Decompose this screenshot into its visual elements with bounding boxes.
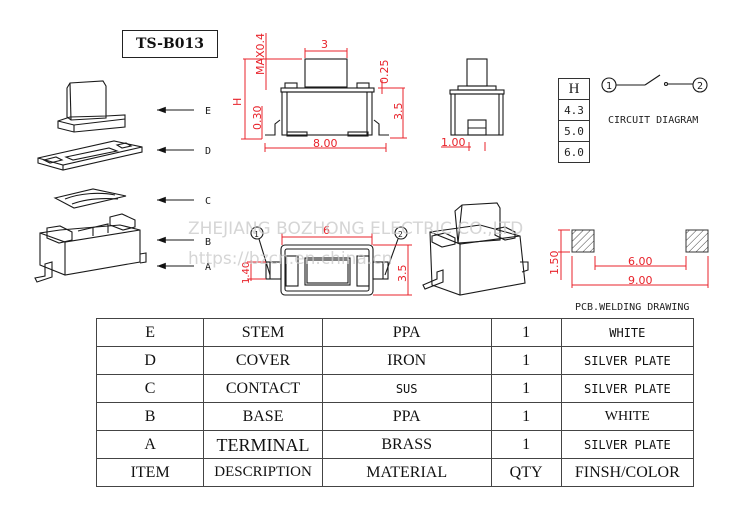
cell-description: CONTACT <box>203 374 323 403</box>
header-material: MATERIAL <box>321 458 492 487</box>
dim-outer-spacing: 9.00 <box>628 274 653 287</box>
part-label-d: D <box>205 146 211 157</box>
height-table-header: H <box>558 78 590 100</box>
cell-material: PPA <box>321 402 492 431</box>
assembled-view <box>422 202 529 296</box>
dim-stem-width: 3 <box>321 38 328 51</box>
cell-item: B <box>95 402 205 431</box>
part-c-contact <box>53 188 127 209</box>
part-label-e: E <box>205 106 211 117</box>
watermark-company: ZHEJIANG BOZHONG ELECTRIC CO.,LTD <box>188 219 523 239</box>
cell-finish: SILVER PLATE <box>560 430 695 459</box>
cell-item: C <box>95 374 205 403</box>
top-pin-1: 1 <box>254 230 259 239</box>
cell-description: BASE <box>203 402 323 431</box>
cell-material: IRON <box>321 346 492 375</box>
dim-body-width: 3.5 <box>396 265 409 283</box>
dim-overall-height: H <box>231 98 244 106</box>
cell-qty: 1 <box>490 402 562 431</box>
pcb-pad-left <box>571 229 595 253</box>
header-qty: QTY <box>490 458 562 487</box>
part-a-terminal <box>34 252 147 283</box>
cell-item: E <box>95 318 205 347</box>
cell-item: A <box>95 430 205 459</box>
header-finish: FINSH/COLOR <box>560 458 695 487</box>
table-row: A TERMINAL BRASS 1 SILVER PLATE <box>95 430 695 459</box>
cell-material: BRASS <box>321 430 492 459</box>
dim-inner-spacing: 6.00 <box>628 255 653 268</box>
dim-terminal-height: 1.40 <box>241 262 252 284</box>
cell-finish: WHITE <box>560 318 695 347</box>
dim-body-length: 6 <box>323 224 330 237</box>
top-view: 1 2 6 1.40 3.5 <box>241 224 412 296</box>
part-label-a: A <box>205 262 211 273</box>
dim-pad-height: 1.50 <box>548 251 561 276</box>
model-title: TS-B013 <box>122 30 218 58</box>
table-row: E STEM PPA 1 WHITE <box>95 318 695 347</box>
part-label-c: C <box>205 196 211 207</box>
height-value: 6.0 <box>558 141 590 163</box>
table-row: B BASE PPA 1 WHITE <box>95 402 695 431</box>
cell-description: STEM <box>203 318 323 347</box>
circuit-diagram: 1 2 <box>601 74 708 93</box>
table-header-row: ITEM DESCRIPTION MATERIAL QTY FINSH/COLO… <box>95 458 695 487</box>
cell-material: PPA <box>321 318 492 347</box>
pin-2-circle <box>692 77 708 93</box>
part-leaders <box>157 106 194 270</box>
header-item: ITEM <box>95 458 205 487</box>
cell-finish: SILVER PLATE <box>560 346 695 375</box>
height-value: 5.0 <box>558 120 590 142</box>
circuit-pin-1: 1 <box>606 81 612 92</box>
height-table: H 4.3 5.0 6.0 <box>558 78 590 163</box>
cell-qty: 1 <box>490 346 562 375</box>
cell-qty: 1 <box>490 318 562 347</box>
circuit-diagram-label: CIRCUIT DIAGRAM <box>608 115 699 126</box>
cell-description: TERMINAL <box>203 430 323 459</box>
front-view: 3 H MAX0.4 0.30 0.25 3.5 8.00 <box>231 33 407 152</box>
cell-qty: 1 <box>490 430 562 459</box>
side-view: 1.00 <box>441 58 505 151</box>
cell-description: COVER <box>203 346 323 375</box>
height-value: 4.3 <box>558 99 590 121</box>
watermark-url: https://bzcn.en.china.cn <box>188 249 392 269</box>
part-d-cover <box>37 140 143 171</box>
top-pin-2: 2 <box>398 230 403 239</box>
pcb-pad-right <box>685 229 709 253</box>
dim-max-travel: MAX0.4 <box>254 33 267 75</box>
cell-finish: WHITE <box>560 402 695 431</box>
table-row: D COVER IRON 1 SILVER PLATE <box>95 346 695 375</box>
dim-body-height: 3.5 <box>392 103 405 121</box>
cell-item: D <box>95 346 205 375</box>
dim-base-offset: 0.30 <box>251 106 264 131</box>
dim-overall-width: 8.00 <box>313 137 338 150</box>
bill-of-materials: E STEM PPA 1 WHITE D COVER IRON 1 SILVER… <box>95 318 695 487</box>
part-e-stem <box>57 80 126 133</box>
cell-qty: 1 <box>490 374 562 403</box>
part-label-b: B <box>205 237 211 248</box>
circuit-pin-2: 2 <box>697 81 703 92</box>
pcb-drawing: 1.50 6.00 9.00 <box>548 229 709 288</box>
cell-material: SUS <box>321 374 492 403</box>
exploded-view: E D C B A <box>34 80 211 283</box>
pcb-welding-label: PCB.WELDING DRAWING <box>575 302 690 313</box>
table-row: C CONTACT SUS 1 SILVER PLATE <box>95 374 695 403</box>
dim-gap-top: 0.25 <box>378 60 391 85</box>
cell-finish: SILVER PLATE <box>560 374 695 403</box>
header-description: DESCRIPTION <box>203 458 323 487</box>
dim-terminal-width: 1.00 <box>441 136 466 149</box>
part-b-base <box>39 213 141 276</box>
